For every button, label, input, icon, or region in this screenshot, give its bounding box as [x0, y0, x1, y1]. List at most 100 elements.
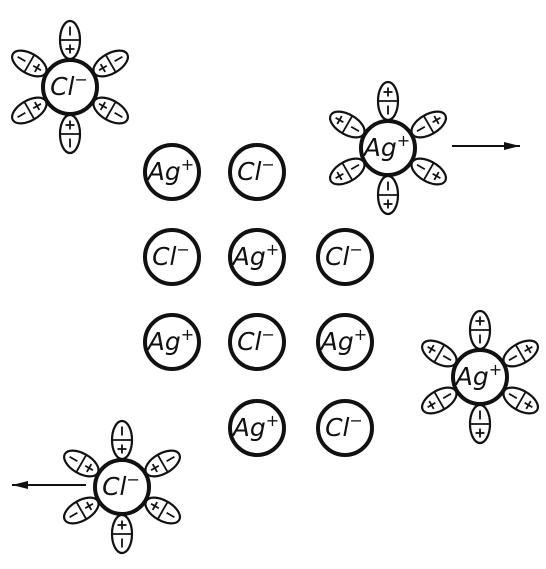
water-dipole: [58, 19, 82, 61]
ag-ion-label: Ag+: [362, 131, 410, 162]
minus-sign: [442, 354, 452, 362]
minus-sign: [17, 55, 26, 63]
motion-arrow: [12, 481, 86, 489]
cl-ion-circle: [228, 313, 286, 371]
motion-arrow: [452, 142, 520, 150]
water-dipole: [468, 309, 492, 351]
cl-ion-circle: [316, 228, 374, 286]
cl-ion-circle: [41, 58, 99, 116]
water-dipole: [328, 110, 366, 139]
ag-charge: +: [397, 131, 410, 150]
cl-ion-circle: [93, 458, 151, 516]
ag-symbol: Ag: [146, 157, 181, 186]
ag-ion: Ag+: [451, 348, 509, 406]
ag-ion-label: Ag+: [319, 325, 367, 356]
hydrated-ag-top-right: Ag+: [328, 80, 520, 216]
water-dipole: [58, 113, 82, 155]
cl-charge: −: [177, 240, 190, 259]
water-dipole: [376, 80, 400, 122]
ag-symbol: Ag: [319, 327, 354, 356]
ag-ion: Ag+: [359, 119, 417, 177]
ag-charge: +: [181, 325, 194, 344]
cl-symbol: Cl: [325, 242, 349, 271]
lattice-ag-ion: Ag+: [228, 228, 286, 286]
lattice-ag-ion: Ag+: [228, 399, 286, 457]
cl-ion-label: Cl−: [152, 240, 190, 271]
lattice-ag-ion: Ag+: [143, 143, 201, 201]
water-dipole: [468, 403, 492, 445]
cl-symbol: Cl: [50, 72, 74, 101]
cl-ion-label: Cl−: [102, 470, 140, 501]
cl-ion-label: Cl−: [325, 411, 363, 442]
ag-charge: +: [181, 155, 194, 174]
minus-sign: [508, 392, 518, 400]
minus-sign: [442, 392, 452, 400]
ag-ion-circle: [228, 228, 286, 286]
minus-sign: [17, 111, 26, 119]
hydrated-ag-right: Ag+: [420, 309, 540, 445]
water-dipole: [144, 449, 182, 478]
cl-charge: −: [75, 70, 88, 89]
water-dipole: [410, 157, 448, 186]
ag-charge: +: [266, 240, 279, 259]
cl-ion-label: Cl−: [50, 70, 88, 101]
ag-ion-circle: [143, 143, 201, 201]
ag-ion-circle: [359, 119, 417, 177]
ag-symbol: Ag: [146, 327, 181, 356]
ag-charge: +: [354, 325, 367, 344]
minus-sign: [114, 111, 123, 119]
ag-symbol: Ag: [362, 133, 397, 162]
water-dipole: [376, 174, 400, 216]
cl-symbol: Cl: [102, 472, 126, 501]
cl-symbol: Cl: [325, 413, 349, 442]
lattice-cl-ion: Cl−: [228, 143, 286, 201]
cl-ion-circle: [228, 143, 286, 201]
minus-sign: [166, 455, 175, 463]
ag-symbol: Ag: [454, 362, 489, 391]
cl-ion-circle: [143, 228, 201, 286]
hydrated-cl-top-left: Cl−: [10, 19, 130, 155]
cl-charge: −: [262, 325, 275, 344]
minus-sign: [350, 125, 360, 133]
ag-ion-label: Ag+: [231, 411, 279, 442]
cl-charge: −: [350, 240, 363, 259]
ag-ion-circle: [228, 399, 286, 457]
ag-symbol: Ag: [231, 242, 266, 271]
lattice-cl-ion: Cl−: [228, 313, 286, 371]
water-dipole: [110, 513, 134, 555]
cl-ion-label: Cl−: [237, 155, 275, 186]
minus-sign: [508, 354, 518, 362]
cl-charge: −: [127, 470, 140, 489]
minus-sign: [114, 55, 123, 63]
cl-charge: −: [350, 411, 363, 430]
cl-ion: Cl−: [93, 458, 151, 516]
cl-symbol: Cl: [152, 242, 176, 271]
ag-ion-circle: [451, 348, 509, 406]
lattice-ag-ion: Ag+: [143, 313, 201, 371]
ag-ion-label: Ag+: [146, 155, 194, 186]
ag-symbol: Ag: [231, 413, 266, 442]
ag-ion-label: Ag+: [146, 325, 194, 356]
cl-charge: −: [262, 155, 275, 174]
lattice-cl-ion: Cl−: [143, 228, 201, 286]
water-dipole: [92, 96, 130, 125]
minus-sign: [166, 511, 175, 519]
minus-sign: [350, 163, 360, 171]
minus-sign: [416, 163, 426, 171]
ag-ion-label: Ag+: [454, 360, 502, 391]
ag-ion-circle: [143, 313, 201, 371]
cl-ion: Cl−: [41, 58, 99, 116]
lattice-cl-ion: Cl−: [316, 228, 374, 286]
cl-ion-label: Cl−: [325, 240, 363, 271]
hydrated-cl-bottom-left: Cl−: [12, 419, 182, 555]
ag-ion-label: Ag+: [231, 240, 279, 271]
minus-sign: [416, 125, 426, 133]
cl-ion-label: Cl−: [237, 325, 275, 356]
crystal-lattice: Ag+Cl−Cl−Ag+Cl−Ag+Cl−Ag+Ag+Cl−: [143, 143, 374, 457]
minus-sign: [69, 511, 78, 519]
cl-symbol: Cl: [237, 157, 261, 186]
ag-charge: +: [489, 360, 502, 379]
minus-sign: [69, 455, 78, 463]
hydrated-ions: Cl−Ag+Ag+Cl−: [10, 19, 540, 555]
